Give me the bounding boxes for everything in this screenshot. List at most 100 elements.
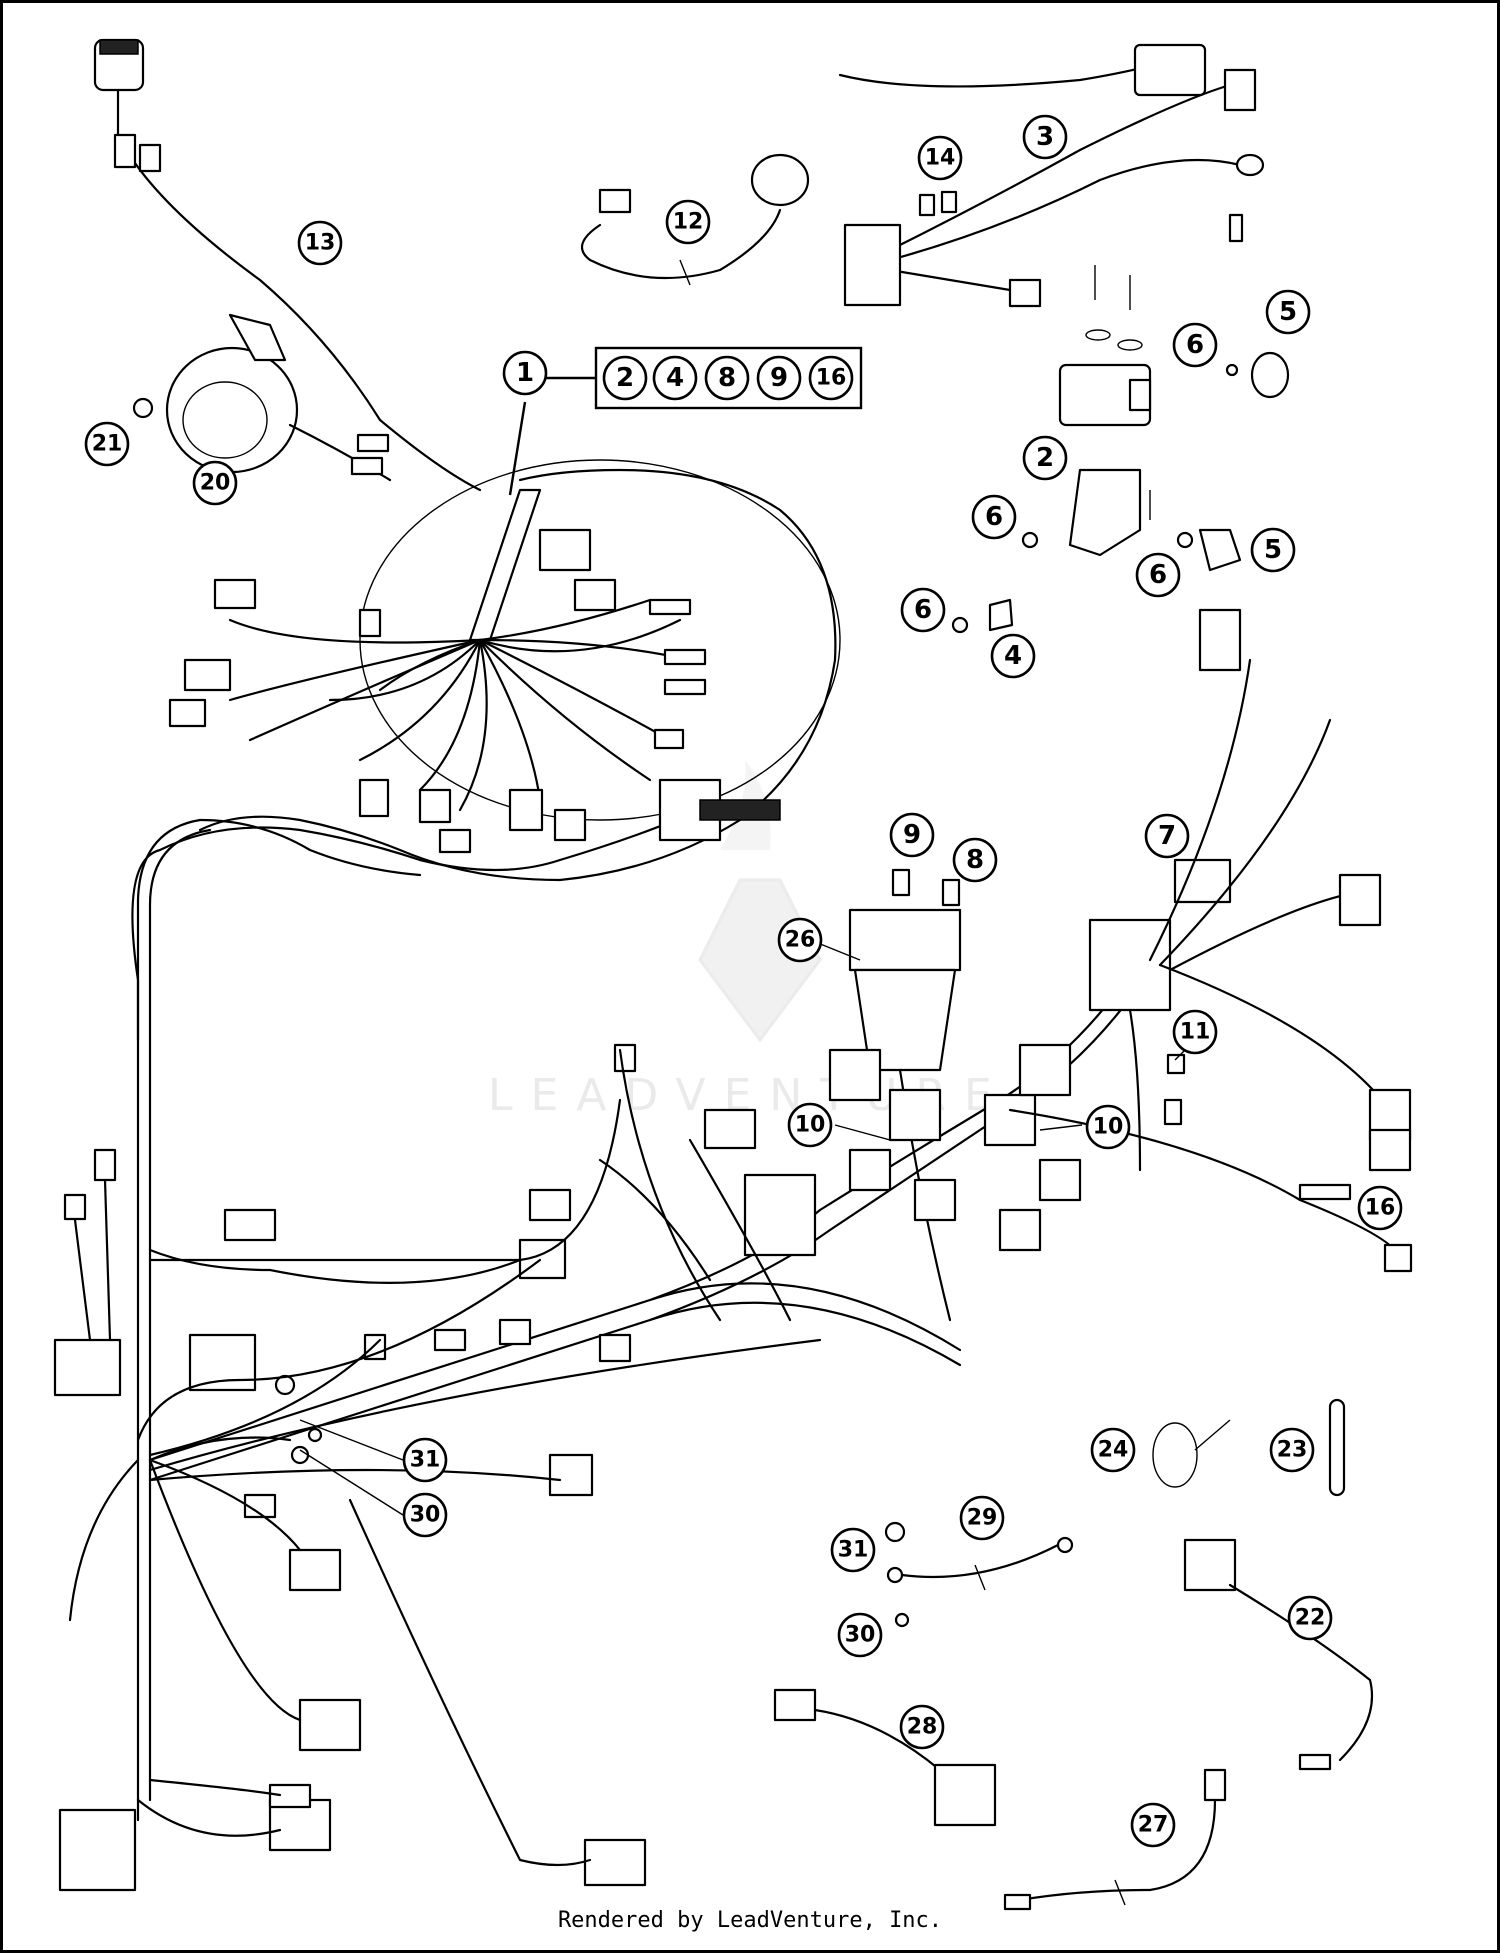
callout-28: 28 [899,1704,945,1750]
ignition-switch [93,38,482,492]
connector-7 [1088,858,1232,1172]
svg-text:31: 31 [410,1448,441,1473]
svg-text:6: 6 [985,502,1003,532]
bolt-31 [884,1521,906,1543]
callout-9: 9 [889,812,935,858]
svg-text:5: 5 [1264,535,1282,565]
clamp-5-lower [1176,528,1242,572]
svg-text:2: 2 [1036,443,1054,473]
connector-shape [213,578,257,610]
svg-text:10: 10 [1093,1115,1124,1140]
svg-text:10: 10 [795,1113,826,1138]
callout-6: 6 [1135,552,1181,598]
callout-9: 9 [756,355,802,401]
svg-text:1: 1 [516,358,534,388]
leader-lines [299,934,1191,1516]
callout-31: 31 [402,1437,448,1483]
svg-text:4: 4 [1004,641,1022,671]
callout-group-box [508,346,863,496]
svg-text:11: 11 [1180,1020,1211,1045]
relays-10 [613,1043,1082,1257]
svg-text:12: 12 [673,210,704,235]
callout-2: 2 [602,355,648,401]
callout-7: 7 [1144,813,1190,859]
fuse-box-26 [848,908,962,1322]
callout-2: 2 [1022,435,1068,481]
sub-harness-3 [838,43,1265,308]
callout-5: 5 [1265,289,1311,335]
svg-text:4: 4 [666,363,684,393]
harness-detail-bubble [168,459,841,854]
svg-text:20: 20 [200,471,231,496]
svg-text:9: 9 [903,820,921,850]
svg-text:6: 6 [1149,560,1167,590]
sensor-12 [580,153,810,286]
callout-21: 21 [84,421,130,467]
svg-text:6: 6 [1186,330,1204,360]
svg-text:2: 2 [616,363,634,393]
svg-text:13: 13 [305,231,336,256]
callout-6: 6 [1172,322,1218,368]
callout-20: 20 [192,460,238,506]
svg-text:6: 6 [914,595,932,625]
svg-text:16: 16 [1365,1196,1396,1221]
callout-6: 6 [971,494,1017,540]
relay-bracket-assembly [1058,213,1244,427]
ground-wire-29 [886,1536,1074,1591]
svg-text:21: 21 [92,432,123,457]
callout-16: 16 [808,355,854,401]
callout-8: 8 [704,355,750,401]
callout-6: 6 [900,587,946,633]
callout-1: 1 [502,350,548,396]
callout-24: 24 [1090,1427,1136,1473]
svg-text:9: 9 [770,363,788,393]
lower-left-cluster [53,1048,792,1892]
svg-text:7: 7 [1158,821,1176,851]
bracket-2 [1021,468,1151,557]
callout-30: 30 [837,1612,883,1658]
callouts: 1 2 4 8 9 16 3 14 12 13 5 6 2 6 6 5 6 4 … [84,114,1403,1848]
callout-3: 3 [1022,114,1068,160]
svg-text:3: 3 [1036,122,1054,152]
horn [165,313,392,482]
callout-5: 5 [1250,527,1296,573]
svg-text:29: 29 [967,1506,998,1531]
callout-8: 8 [952,837,998,883]
footer-credit: Rendered by LeadVenture, Inc. [557,1908,943,1933]
svg-text:30: 30 [410,1503,441,1528]
callout-11: 11 [1172,1009,1218,1055]
callout-27: 27 [1130,1802,1176,1848]
callout-29: 29 [959,1495,1005,1541]
washer-30 [894,1612,910,1628]
bracket-4 [951,598,1014,634]
callout-22: 22 [1287,1595,1333,1641]
svg-text:22: 22 [1295,1606,1326,1631]
sub-harness-22 [1183,1538,1374,1771]
horn-bolt [132,397,154,419]
svg-text:27: 27 [1138,1813,1169,1838]
connector-shape [183,658,232,692]
svg-text:8: 8 [966,845,984,875]
svg-text:28: 28 [907,1715,938,1740]
callout-12: 12 [665,199,711,245]
sub-harness-27 [1003,1768,1227,1911]
svg-text:23: 23 [1277,1438,1308,1463]
diode-11 [1163,1053,1186,1126]
callout-26: 26 [777,917,823,963]
strap-23 [1328,1398,1346,1497]
svg-text:31: 31 [838,1538,869,1563]
callout-10: 10 [787,1102,833,1148]
fuses-8-9 [891,868,961,907]
svg-text:16: 16 [816,366,847,391]
svg-text:24: 24 [1098,1438,1129,1463]
cable-tie-24 [1152,1419,1231,1488]
sub-harness-28 [773,1688,997,1827]
callout-31: 31 [830,1527,876,1573]
svg-text:30: 30 [845,1623,876,1648]
svg-text:8: 8 [718,363,736,393]
svg-text:14: 14 [925,146,956,171]
callout-30: 30 [402,1492,448,1538]
callout-16: 16 [1357,1185,1403,1231]
svg-text:26: 26 [785,928,816,953]
